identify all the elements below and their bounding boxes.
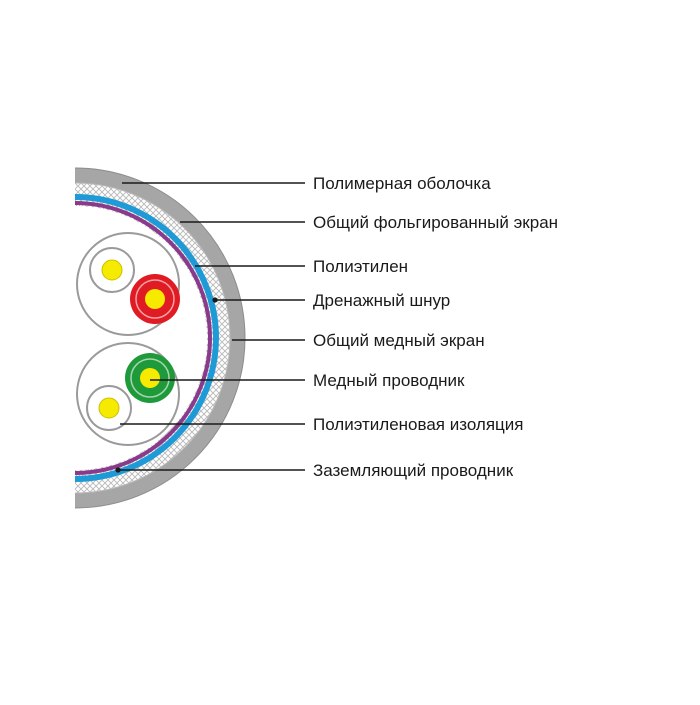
label-drain-wire: Дренажный шнур [313,291,450,310]
conductor-red [145,289,165,309]
leader-lines [118,182,305,471]
label-ground-conductor: Заземляющий проводник [313,461,514,480]
label-foil-shield: Общий фольгированный экран [313,213,558,232]
label-polyethylene: Полиэтилен [313,257,408,276]
label-insulation: Полиэтиленовая изоляция [313,415,523,434]
foil-shield [75,194,219,482]
conductor-upper-white [101,259,123,281]
labels: Полимерная оболочка Общий фольгированный… [313,174,558,480]
label-copper-conductor: Медный проводник [313,371,465,390]
label-copper-shield: Общий медный экран [313,331,485,350]
green-insulation-ring [130,358,170,398]
label-polymer-sheath: Полимерная оболочка [313,174,491,193]
red-insulation-ring [135,279,175,319]
cable-cross-section [75,167,246,509]
conductor-lower-white [98,397,120,419]
conductor-green [140,368,160,388]
polyethylene-layer [75,201,212,475]
